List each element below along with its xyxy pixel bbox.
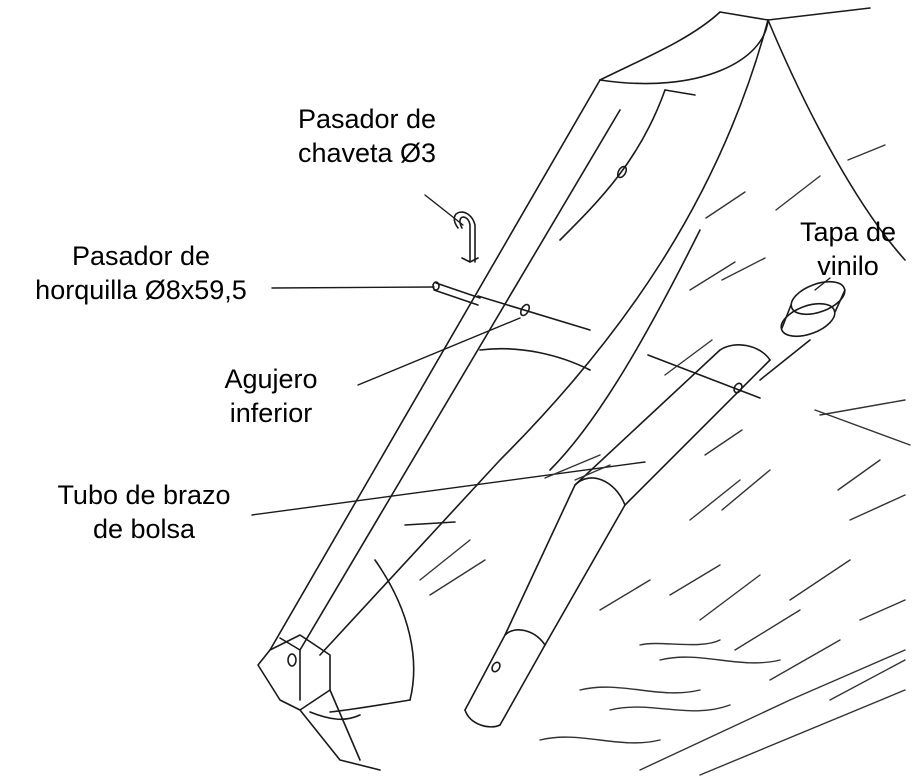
hinge-bracket [257,634,381,771]
bag-arm-tube-label: Tubo de brazo de bolsa [30,478,258,546]
bag-arm-tube-label-line1: Tubo de brazo [57,480,231,510]
cotter-pin-label-line2: chaveta Ø3 [297,138,437,168]
lower-hole-label-line1: Agujero [224,364,318,394]
hatch-strokes [419,144,911,776]
cotter-pin-label: Pasador de chaveta Ø3 [262,102,472,170]
vinyl-cap [780,280,846,338]
lower-hole-label-line2: inferior [229,398,313,428]
cotter-pin [453,211,479,263]
clevis-pin-label-line1: Pasador de [71,241,211,271]
assembly-axis-lines [477,295,811,399]
clevis-pin [432,281,481,306]
bag-side-arc [329,559,415,713]
main-arm-tube [269,19,769,656]
bag-arm-tube-label-line2: de bolsa [92,514,196,544]
vinyl-cap-label-line1: Tapa de [799,217,897,247]
cotter-pin-label-line1: Pasador de [297,104,437,134]
clevis-pin-label: Pasador de horquilla Ø8x59,5 [16,239,266,307]
lower-hole-label: Agujero inferior [196,362,346,430]
leader-lines [251,194,831,516]
bag-arm-tube [464,344,771,728]
vinyl-cap-label-line2: vinilo [817,251,879,281]
clevis-pin-label-line2: horquilla Ø8x59,5 [35,275,247,305]
vinyl-cap-label: Tapa de vinilo [780,215,916,283]
